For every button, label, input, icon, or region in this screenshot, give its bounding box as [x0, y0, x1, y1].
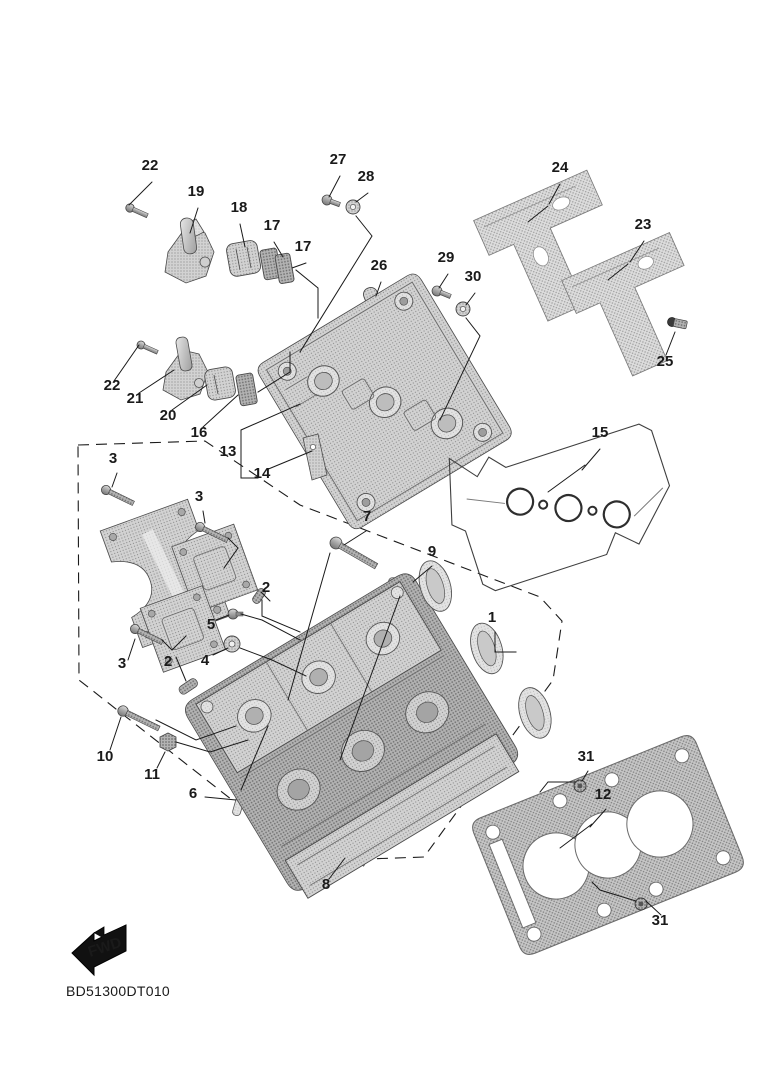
- callout-number-22b[interactable]: 22: [104, 377, 121, 394]
- part-coil-bolt-22a: [125, 203, 149, 219]
- part-oil-jet-5: [227, 608, 244, 620]
- callout-number-12[interactable]: 12: [595, 786, 612, 803]
- callout-number-10[interactable]: 10: [97, 748, 114, 765]
- part-cylinder-head-gasket-12: [472, 735, 744, 955]
- part-dowel-pin-2a: [252, 588, 266, 604]
- part-cap-bolt-3c: [130, 624, 164, 645]
- callout-number-18[interactable]: 18: [231, 199, 248, 216]
- callout-number-23[interactable]: 23: [635, 216, 652, 233]
- group-boundary-cylinder-head: [77, 440, 563, 862]
- part-cylinder-head-casting: [185, 560, 552, 899]
- callout-number-9[interactable]: 9: [428, 543, 436, 560]
- part-washer-seal-28: [345, 199, 361, 215]
- callout-number-31a[interactable]: 31: [578, 748, 595, 765]
- callout-number-14[interactable]: 14: [254, 465, 271, 482]
- callout-number-3c[interactable]: 3: [118, 655, 126, 672]
- part-head-cover-gasket-15: [448, 423, 671, 592]
- callout-number-29[interactable]: 29: [438, 249, 455, 266]
- leader-lines: [109, 175, 676, 916]
- callout-number-31b[interactable]: 31: [652, 912, 669, 929]
- callout-number-26[interactable]: 26: [371, 257, 388, 274]
- callout-number-8[interactable]: 8: [322, 876, 330, 893]
- part-dowel-pin-2b: [178, 678, 198, 695]
- callout-number-2b[interactable]: 2: [164, 653, 172, 670]
- part-cover-bolt-29: [431, 285, 452, 299]
- callout-number-19[interactable]: 19: [188, 183, 205, 200]
- callout-number-22a[interactable]: 22: [142, 157, 159, 174]
- callout-number-16[interactable]: 16: [191, 424, 208, 441]
- callout-number-7[interactable]: 7: [363, 508, 371, 525]
- part-cap-bolt-3a: [101, 485, 135, 506]
- callout-number-3b[interactable]: 3: [195, 488, 203, 505]
- part-seal-ring-16: [235, 372, 258, 407]
- part-ignition-coil-21: [162, 336, 209, 401]
- part-cover-bolt-27: [321, 194, 341, 208]
- part-code-label: BD51300DT010: [66, 983, 170, 999]
- part-head-bolt-7: [329, 536, 379, 570]
- callout-number-28[interactable]: 28: [358, 168, 375, 185]
- callout-number-11[interactable]: 11: [144, 766, 160, 783]
- callout-number-2a[interactable]: 2: [262, 579, 270, 596]
- part-dowel-pin-31a: [573, 779, 587, 793]
- callout-number-17a[interactable]: 17: [264, 217, 281, 234]
- part-coil-bolt-22b: [136, 340, 159, 355]
- callout-number-24[interactable]: 24: [552, 159, 569, 176]
- part-seal-ring-17b: [274, 252, 295, 284]
- part-grommet-bolt-25: [667, 317, 688, 330]
- callout-number-15[interactable]: 15: [592, 424, 609, 441]
- part-grommet-18: [226, 240, 262, 277]
- part-camshaft-cap-c: [139, 585, 226, 673]
- callout-number-4[interactable]: 4: [201, 652, 210, 669]
- callout-number-25[interactable]: 25: [657, 353, 674, 370]
- callout-number-3a[interactable]: 3: [109, 450, 117, 467]
- part-heat-shield-23: [561, 232, 685, 377]
- part-ignition-coil-19: [164, 217, 215, 284]
- callout-number-6[interactable]: 6: [189, 785, 197, 802]
- callout-number-1[interactable]: 1: [488, 609, 496, 626]
- callout-number-17b[interactable]: 17: [295, 238, 312, 255]
- callout-number-30[interactable]: 30: [465, 268, 482, 285]
- part-long-bolt-10: [117, 705, 161, 732]
- part-nut-11: [159, 732, 177, 752]
- callout-number-5[interactable]: 5: [207, 616, 215, 633]
- part-cap-bolt-3b: [195, 522, 229, 543]
- bracket-leaders: [155, 205, 637, 902]
- part-dowel-pin-31b: [634, 897, 648, 911]
- part-washer-seal-30: [455, 301, 471, 317]
- callout-number-20[interactable]: 20: [160, 407, 177, 424]
- callout-number-21[interactable]: 21: [127, 390, 144, 407]
- part-stay-plate-14: [302, 433, 328, 481]
- callout-number-27[interactable]: 27: [330, 151, 347, 168]
- callout-number-13[interactable]: 13: [220, 443, 237, 460]
